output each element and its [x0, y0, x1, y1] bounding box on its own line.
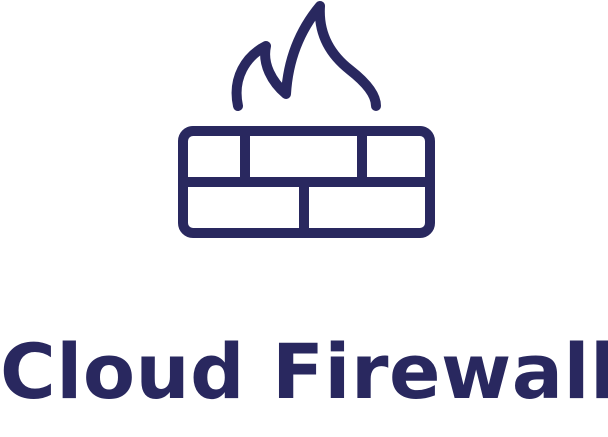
flame-shape [231, 1, 381, 111]
firewall-icon [178, 1, 435, 238]
firewall-flame-icon [178, 1, 435, 238]
page-title: Cloud Firewall [0, 327, 608, 416]
